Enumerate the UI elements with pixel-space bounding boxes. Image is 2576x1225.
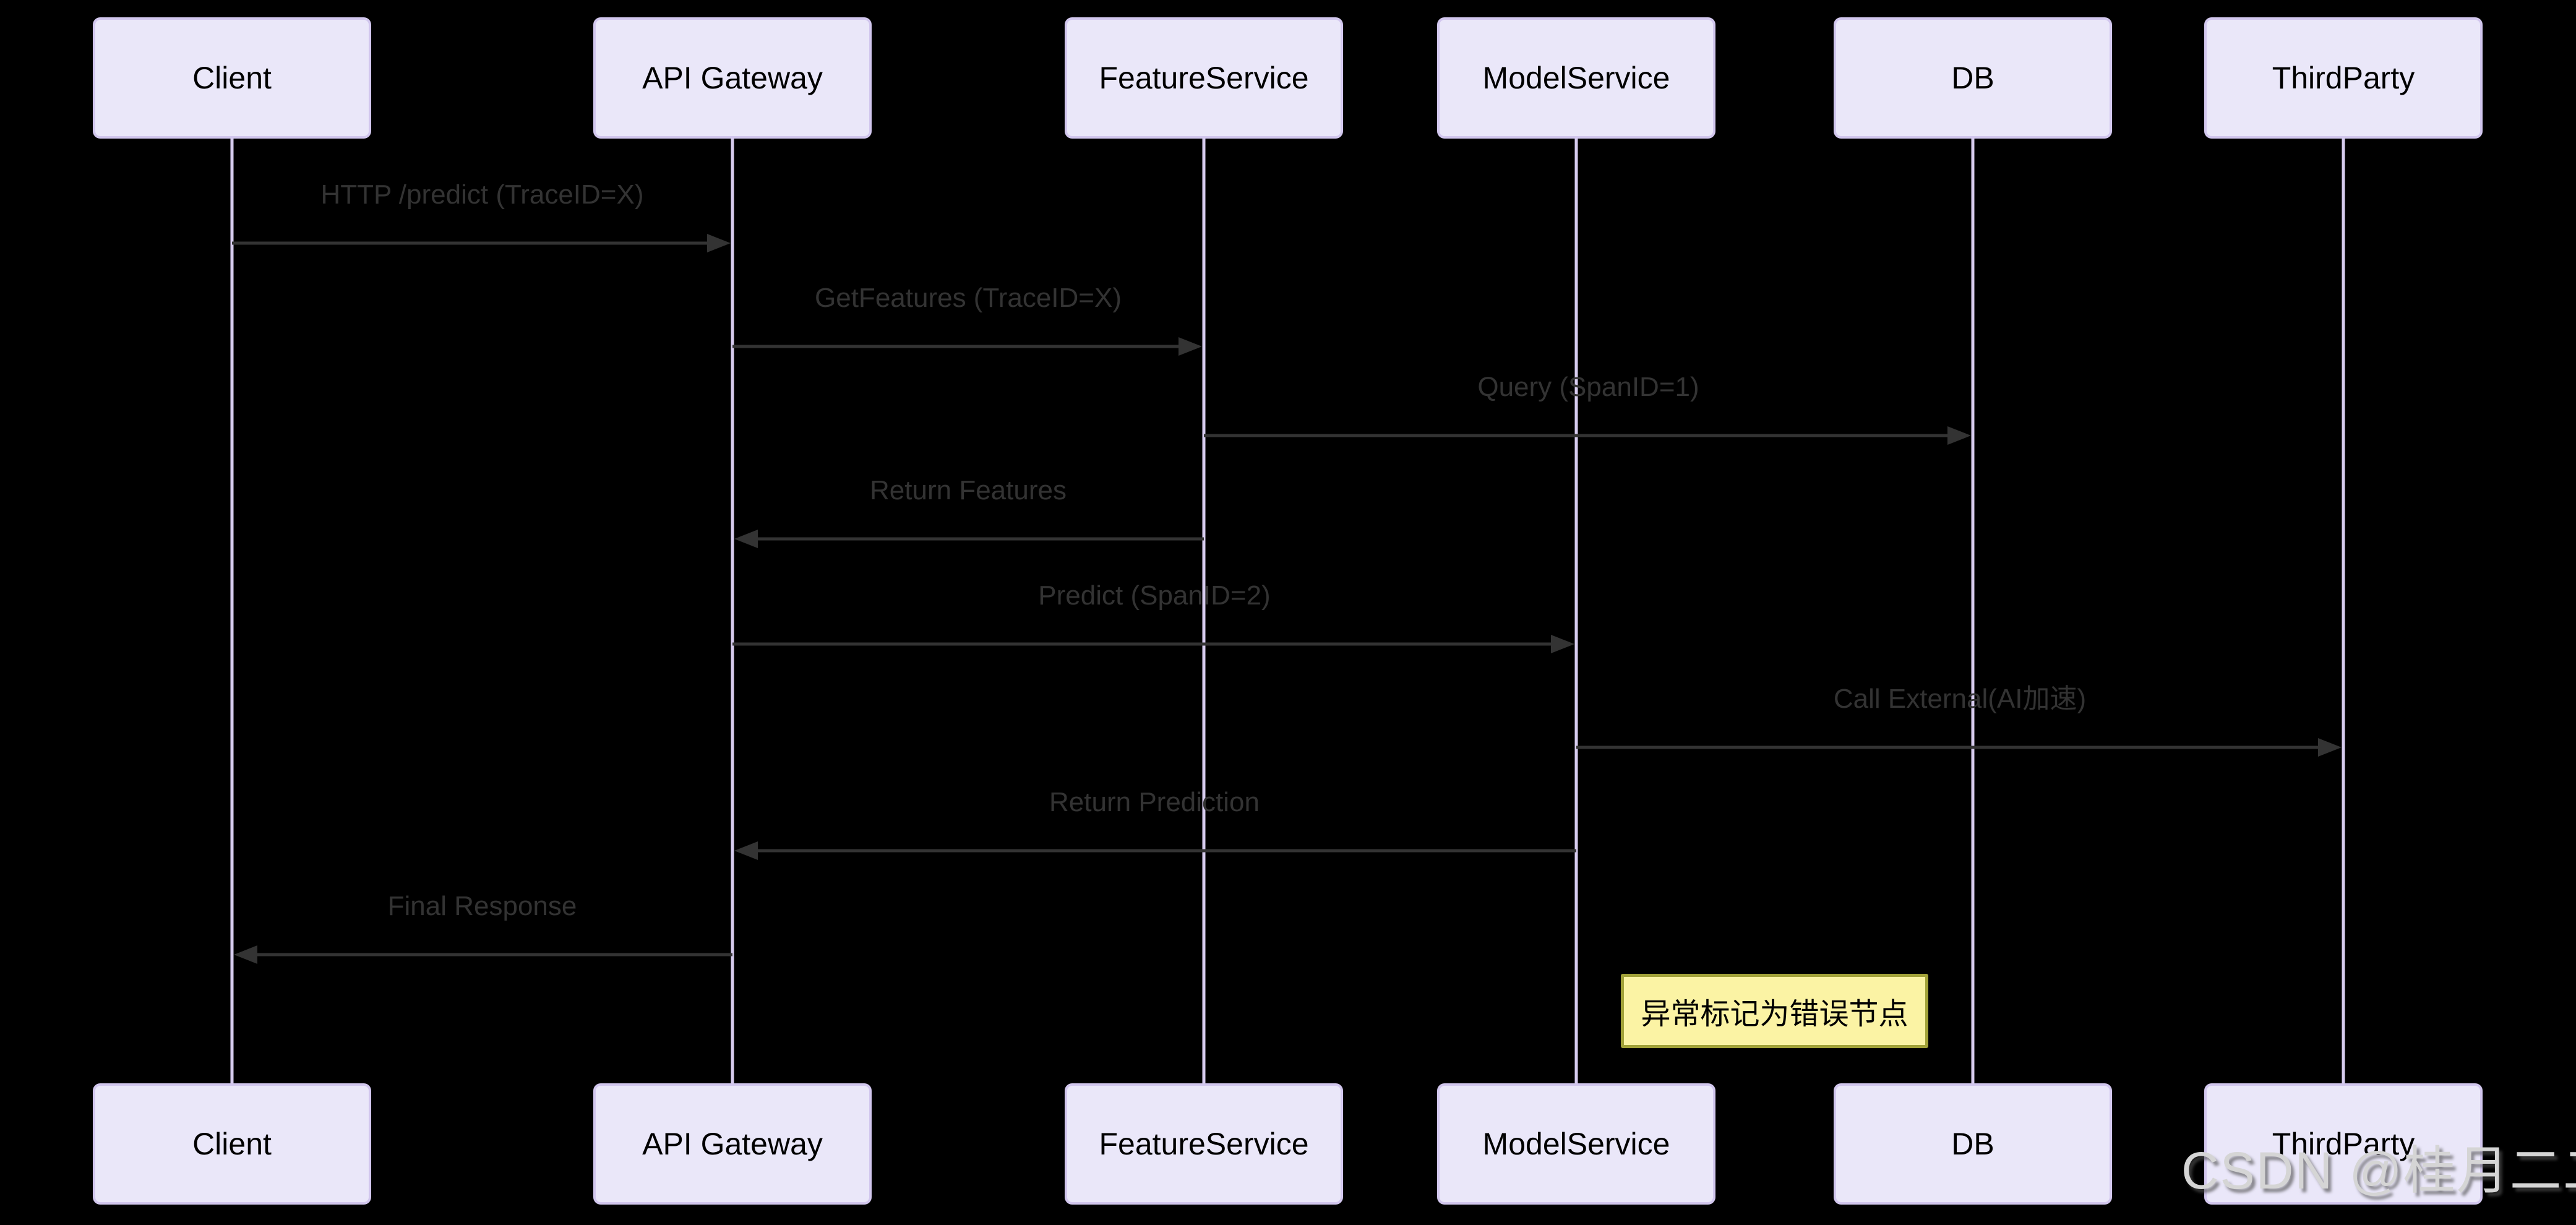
message-label-3: Return Features <box>870 475 1067 505</box>
message-arrowhead-2 <box>1947 426 1971 445</box>
message-label-7: Final Response <box>387 891 577 921</box>
actor-label-gateway-top: API Gateway <box>642 61 823 95</box>
actor-label-third-top: ThirdParty <box>2272 61 2415 95</box>
actor-label-gateway-bottom: API Gateway <box>642 1127 823 1161</box>
actor-box-gateway-top: API Gateway <box>593 17 872 139</box>
actor-label-db-bottom: DB <box>1951 1127 1994 1161</box>
actor-box-third-bottom: ThirdParty <box>2204 1083 2483 1205</box>
actor-box-gateway-bottom: API Gateway <box>593 1083 872 1205</box>
message-label-1: GetFeatures (TraceID=X) <box>815 283 1122 313</box>
actor-box-model-bottom: ModelService <box>1437 1083 1715 1205</box>
message-label-2: Query (SpanID=1) <box>1477 372 1699 402</box>
actor-box-db-top: DB <box>1834 17 2112 139</box>
message-label-5: Call External(AI加速) <box>1833 684 2087 714</box>
actor-label-feature-top: FeatureService <box>1099 61 1309 95</box>
message-arrowhead-5 <box>2318 738 2342 757</box>
actor-label-db-top: DB <box>1951 61 1994 95</box>
actor-box-client-top: Client <box>93 17 371 139</box>
actor-box-db-bottom: DB <box>1834 1083 2112 1205</box>
message-label-4: Predict (SpanID=2) <box>1038 580 1271 611</box>
actor-box-feature-bottom: FeatureService <box>1065 1083 1343 1205</box>
note-box: 异常标记为错误节点 <box>1621 974 1928 1048</box>
message-arrowhead-6 <box>734 841 758 860</box>
actor-box-third-top: ThirdParty <box>2204 17 2483 139</box>
actor-box-client-bottom: Client <box>93 1083 371 1205</box>
actor-label-model-bottom: ModelService <box>1482 1127 1670 1161</box>
message-arrowhead-1 <box>1179 337 1202 356</box>
message-arrowhead-0 <box>707 234 731 252</box>
message-arrowhead-3 <box>734 530 758 548</box>
message-label-6: Return Prediction <box>1049 787 1260 817</box>
actor-label-client-bottom: Client <box>192 1127 272 1161</box>
actor-box-model-top: ModelService <box>1437 17 1715 139</box>
actor-label-feature-bottom: FeatureService <box>1099 1127 1309 1161</box>
message-label-0: HTTP /predict (TraceID=X) <box>320 179 644 210</box>
actor-label-model-top: ModelService <box>1482 61 1670 95</box>
note-text: 异常标记为错误节点 <box>1641 998 1908 1031</box>
watermark: CSDN @桂月二二 <box>2181 1141 2576 1200</box>
actor-box-feature-top: FeatureService <box>1065 17 1343 139</box>
message-arrowhead-4 <box>1551 635 1574 653</box>
actor-label-client-top: Client <box>192 61 272 95</box>
message-arrowhead-7 <box>234 945 257 964</box>
actor-label-third-bottom: ThirdParty <box>2272 1127 2415 1161</box>
